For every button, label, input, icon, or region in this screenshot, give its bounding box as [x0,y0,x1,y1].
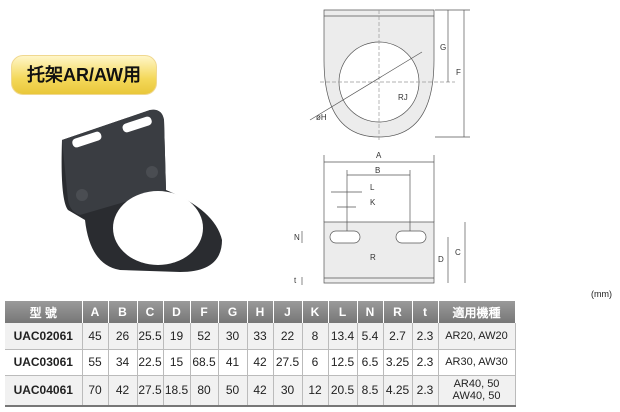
dimension-cell: 8.5 [357,375,384,407]
column-header: 型 號 [5,301,83,323]
dimension-cell: 26 [108,323,138,350]
dim-c: C [455,248,461,257]
dim-t: t [294,276,297,285]
dimension-cell: 30 [273,375,303,407]
column-header: B [108,301,138,323]
model-cell: UAC02061 [5,323,83,350]
column-header: G [218,301,248,323]
dimension-cell: 50 [218,375,248,407]
dimension-cell: 20.5 [328,375,358,407]
model-cell: UAC04061 [5,375,83,407]
dimension-cell: 68.5 [190,349,219,376]
column-header: D [163,301,191,323]
dimension-cell: 6 [302,349,329,376]
column-header: A [82,301,109,323]
dimension-cell: 18.5 [163,375,191,407]
dimension-cell: 41 [218,349,248,376]
bracket-photo [61,109,222,272]
dimension-cell: 12 [302,375,329,407]
column-header: 適用機種 [438,301,516,323]
applicable-model-cell: AR20, AW20 [438,323,516,350]
title-text: 托架AR/AW用 [27,65,141,85]
dimension-cell: 45 [82,323,109,350]
dimension-cell: 33 [247,323,274,350]
column-header: K [302,301,329,323]
dimension-cell: 4.25 [383,375,413,407]
dimension-cell: 70 [82,375,109,407]
dimension-cell: 34 [108,349,138,376]
dimension-cell: 12.5 [328,349,358,376]
dim-l: L [370,183,375,192]
dimension-cell: 80 [190,375,219,407]
applicable-model-cell: AR40, 50 AW40, 50 [438,375,516,407]
dimension-cell: 27.5 [137,375,164,407]
dimension-cell: 52 [190,323,219,350]
dimension-cell: 42 [247,375,274,407]
column-header: L [328,301,358,323]
dimension-cell: 22.5 [137,349,164,376]
dimension-cell: 2.7 [383,323,413,350]
dimension-cell: 8 [302,323,329,350]
dimension-cell: 13.4 [328,323,358,350]
dimension-cell: 2.3 [412,375,439,407]
dimension-cell: 42 [108,375,138,407]
column-header: J [273,301,303,323]
dim-rj: RJ [398,93,408,102]
dimension-cell: 27.5 [273,349,303,376]
dimension-cell: 22 [273,323,303,350]
column-header: N [357,301,384,323]
dim-g: G [440,43,446,52]
dim-n: N [294,233,300,242]
dimension-cell: 15 [163,349,191,376]
dimension-cell: 30 [218,323,248,350]
column-header: C [137,301,164,323]
column-header: F [190,301,219,323]
dimension-cell: 2.3 [412,349,439,376]
dim-h: øH [316,113,327,122]
applicable-model-cell: AR30, AW30 [438,349,516,376]
unit-label: (mm) [591,289,612,299]
dimension-cell: 25.5 [137,323,164,350]
dimension-cell: 6.5 [357,349,384,376]
dim-b: B [375,166,380,175]
column-header: t [412,301,439,323]
column-header: R [383,301,413,323]
dim-d: D [438,255,444,264]
model-cell: UAC03061 [5,349,83,376]
dim-k: K [370,198,376,207]
dimension-drawing: G F øH RJ A B L K N R D C t [294,9,470,285]
dim-a: A [376,151,382,160]
title-badge: 托架AR/AW用 [11,55,157,95]
dimension-cell: 2.3 [412,323,439,350]
dimension-cell: 19 [163,323,191,350]
dimension-cell: 3.25 [383,349,413,376]
column-header: H [247,301,274,323]
dimension-cell: 55 [82,349,109,376]
dimension-cell: 42 [247,349,274,376]
dim-f: F [456,68,461,77]
dimension-cell: 5.4 [357,323,384,350]
dim-r: R [370,253,376,262]
